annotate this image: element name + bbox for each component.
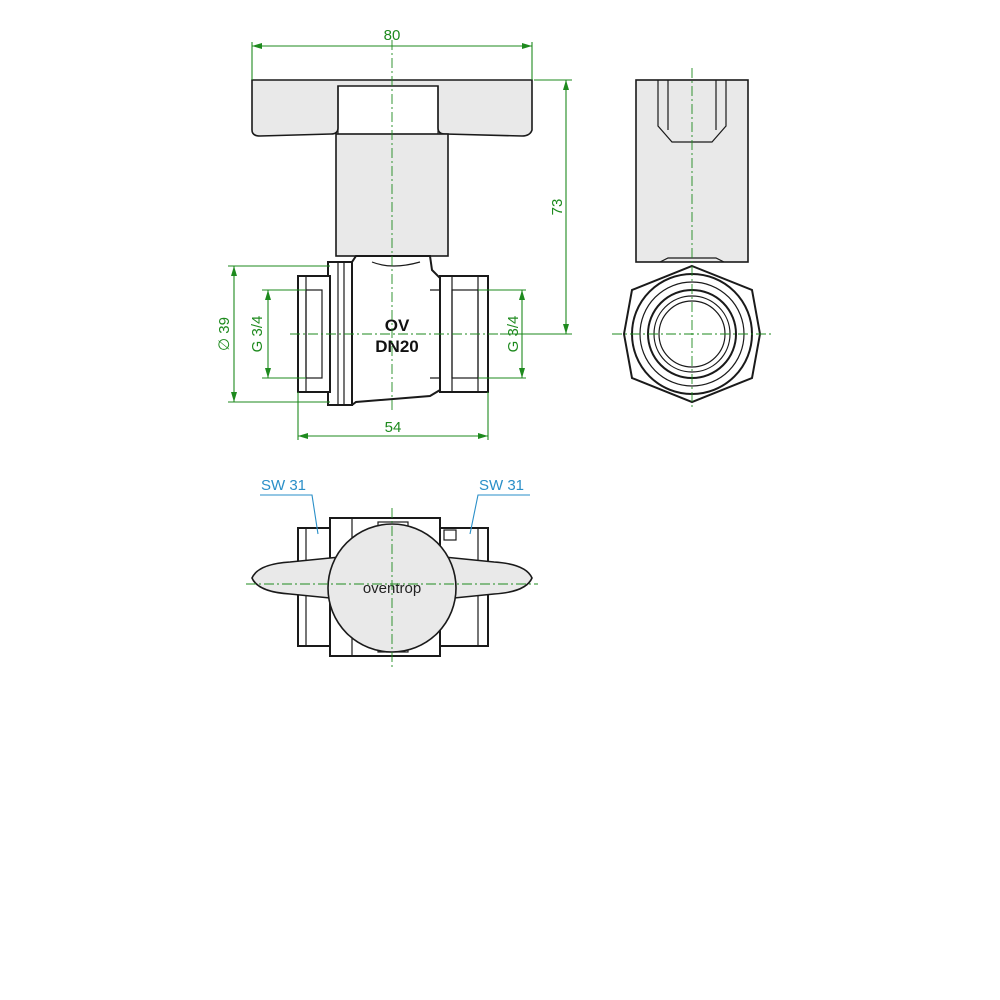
callout-sw-left: SW 31 [261, 477, 306, 494]
dim-thread-left: G 3/4 [249, 316, 266, 353]
top-view: oventrop [246, 508, 538, 668]
callout-sw-right: SW 31 [479, 477, 524, 494]
dim-thread-right: G 3/4 [505, 316, 522, 353]
front-view: OV DN20 [251, 40, 533, 410]
dim-width-80: 80 [384, 27, 401, 44]
dim-diameter-39: ∅ 39 [216, 317, 233, 351]
dim-height-73: 73 [549, 199, 566, 216]
dim-length-54: 54 [385, 419, 402, 436]
body-mark-dn20: DN20 [375, 337, 418, 356]
front-view-dimensions: 80 73 ∅ 39 G 3/4 G 3/4 54 [216, 27, 572, 440]
body-mark-ov: OV [385, 316, 410, 335]
wrench-size-callouts: SW 31 SW 31 [260, 477, 530, 535]
side-view [612, 68, 772, 410]
